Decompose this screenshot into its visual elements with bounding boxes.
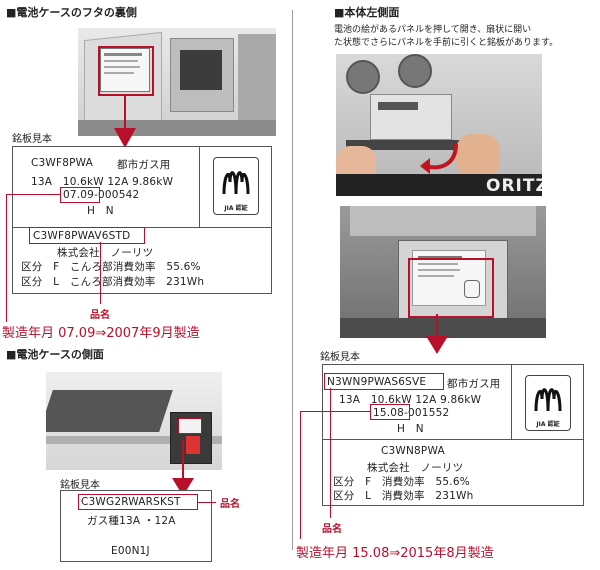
pointer-line — [124, 94, 126, 132]
manufacture-date-note-2: 製造年月 15.08⇒2015年8月製造 — [296, 546, 494, 561]
plate3-serial-connector-h — [300, 411, 370, 412]
plate-model: C3WF8PWA — [31, 157, 94, 169]
product-connector-v — [100, 242, 101, 304]
plate-row-l: 区分 L こんろ部消費効率 231Wh — [21, 276, 205, 288]
plate3-row-l: 区分 L 消費効率 231Wh — [333, 490, 474, 502]
instruction-line-2: た状態でさらにパネルを手前に引くと銘板があります。 — [334, 38, 559, 48]
nameplate-sample-1: C3WF8PWA 都市ガス用 13A 10.6kW 12A 9.86kW 07.… — [12, 146, 272, 294]
product-name-label-3: 品名 — [322, 524, 342, 535]
plate-capacity: 13A 10.6kW 12A 9.86kW — [31, 176, 174, 188]
instruction-line-1: 電池の絵があるパネルを押して開き、扇状に開い — [334, 25, 532, 35]
red-curved-arrow-icon — [420, 143, 458, 174]
serial-date-code: 07.09 — [63, 189, 95, 201]
plate-maker: 株式会社 ノーリツ — [57, 247, 154, 259]
plate3-capacity: 13A 10.6kW 12A 9.86kW — [339, 394, 482, 406]
plate-row-f: 区分 F こんろ部消費効率 55.6% — [21, 261, 201, 273]
column-divider — [292, 10, 293, 550]
plate-hn: H N — [87, 205, 114, 217]
nameplate-sample-3: N3WN9PWAS6SVE 都市ガス用 13A 10.6kW 12A 9.86k… — [322, 364, 584, 506]
plate2-connector — [198, 502, 216, 503]
plate-gas-type: 都市ガス用 — [117, 159, 171, 171]
jia-certification-mark-icon: JIA 認証 — [525, 375, 571, 431]
plate3-product-connector — [330, 388, 331, 518]
plate3-serial-connector-v — [300, 411, 301, 539]
manufacture-date-note-1: 製造年月 07.09⇒2007年9月製造 — [2, 326, 200, 341]
serial-highlight-box — [60, 187, 100, 203]
pointer-line-2 — [182, 440, 184, 482]
plate2-code: E00N1J — [111, 545, 150, 557]
plate2-heading: 銘板見本 — [60, 480, 100, 491]
red-pointer-arrow-icon — [426, 336, 448, 354]
plate3-heading: 銘板見本 — [320, 352, 360, 363]
plate3-maker: 株式会社 ノーリツ — [367, 462, 464, 474]
serial-number: -000542 — [94, 189, 140, 201]
photo-brand-text: ORITZ — [486, 176, 542, 196]
plate3-gas-type: 都市ガス用 — [447, 378, 501, 390]
serial-connector-v — [6, 194, 7, 322]
jia-certification-mark-icon: JIA 認証 — [213, 157, 259, 215]
plate3-product-highlight — [324, 373, 444, 390]
plate3-product-name: N3WN9PWAS6SVE — [327, 376, 427, 388]
photo-highlight-box-2 — [408, 258, 494, 318]
pointer-line-3 — [436, 314, 438, 340]
serial-date-code-3: 15.08 — [373, 407, 405, 419]
product-name-label-2: 品名 — [220, 499, 240, 510]
serial-connector-h — [6, 194, 61, 195]
plate2-gas: ガス種13A ・12A — [87, 515, 176, 527]
plate-heading: 銘板見本 — [12, 134, 52, 145]
plate-serial: 07.09-000542 — [63, 189, 139, 201]
section-title-left-side: ■本体左側面 — [334, 6, 400, 19]
plate3-serial-highlight — [370, 404, 410, 420]
plate-product-name: C3WF8PWAV6STD — [33, 230, 131, 242]
red-pointer-arrow-icon — [172, 478, 194, 496]
serial-number-3: -001552 — [404, 407, 450, 419]
product-name-label: 品名 — [90, 310, 110, 321]
jia-label: JIA 認証 — [224, 205, 248, 212]
section-title-battery-lid: ■電池ケースのフタの裏側 — [6, 6, 137, 19]
plate2-product-highlight — [78, 494, 198, 510]
plate3-row-f: 区分 F 消費効率 55.6% — [333, 476, 470, 488]
photo-opening-panel: ORITZ — [336, 54, 542, 196]
nameplate-sample-2: C3WG2RWARSKST ガス種13A ・12A E00N1J — [60, 490, 212, 562]
plate2-product-name: C3WG2RWARSKST — [81, 496, 181, 508]
plate3-serial: 15.08-001552 — [373, 407, 449, 419]
photo-battery-lid — [78, 28, 276, 136]
plate3-hn: H N — [397, 423, 424, 435]
red-pointer-arrow-icon — [114, 128, 136, 148]
plate3-model: C3WN8PWA — [381, 445, 445, 457]
product-name-highlight-box — [29, 227, 145, 244]
photo-highlight-box — [98, 46, 154, 96]
section-title-battery-side: ■電池ケースの側面 — [6, 348, 104, 361]
photo-battery-side — [46, 372, 222, 470]
jia-label-3: JIA 認証 — [536, 421, 560, 428]
